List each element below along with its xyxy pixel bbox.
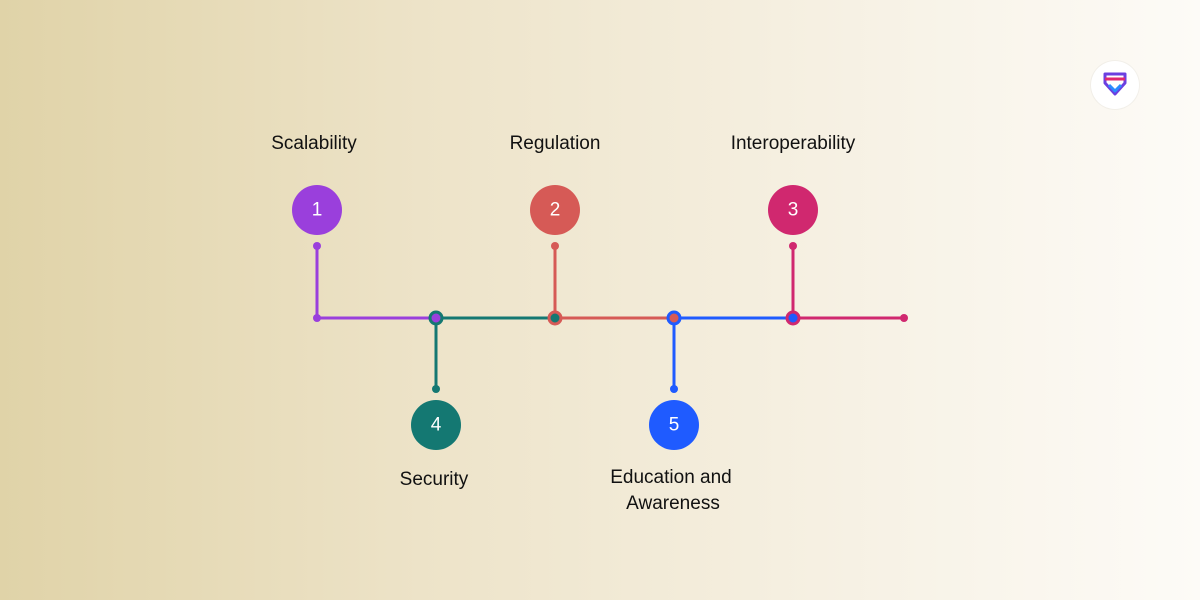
- node-number-2: 2: [550, 200, 561, 221]
- label-education-line-2: Awareness: [626, 493, 720, 514]
- connector-dot-4: [432, 385, 440, 393]
- node-1: 1: [292, 185, 342, 235]
- node-number-1: 1: [312, 200, 323, 221]
- label-regulation: Regulation: [510, 133, 601, 154]
- node-circle-3: [768, 185, 818, 235]
- junction-2: [547, 310, 563, 326]
- timeline-end-dot: [900, 314, 908, 322]
- node-5: 5: [649, 400, 699, 450]
- junction-5: [666, 310, 682, 326]
- node-number-5: 5: [669, 415, 680, 436]
- node-2: 2: [530, 185, 580, 235]
- shield-icon: [1103, 72, 1127, 96]
- label-scalability: Scalability: [271, 133, 357, 154]
- connector-dot-5: [670, 385, 678, 393]
- label-education-line-1: Education and: [610, 467, 732, 488]
- node-3: 3: [768, 185, 818, 235]
- node-number-4: 4: [431, 415, 442, 436]
- connector-dot-2: [551, 242, 559, 250]
- connector-dot-3: [789, 242, 797, 250]
- node-circle-1: [292, 185, 342, 235]
- node-circle-2: [530, 185, 580, 235]
- node-4: 4: [411, 400, 461, 450]
- label-interoperability: Interoperability: [731, 133, 856, 154]
- timeline-start-dot: [313, 314, 321, 322]
- node-circle-4: [411, 400, 461, 450]
- node-number-3: 3: [788, 200, 799, 221]
- node-circle-5: [649, 400, 699, 450]
- junction-3: [785, 310, 801, 326]
- brand-logo: [1091, 61, 1139, 109]
- label-security: Security: [400, 469, 469, 490]
- junction-4: [428, 310, 444, 326]
- connector-dot-1: [313, 242, 321, 250]
